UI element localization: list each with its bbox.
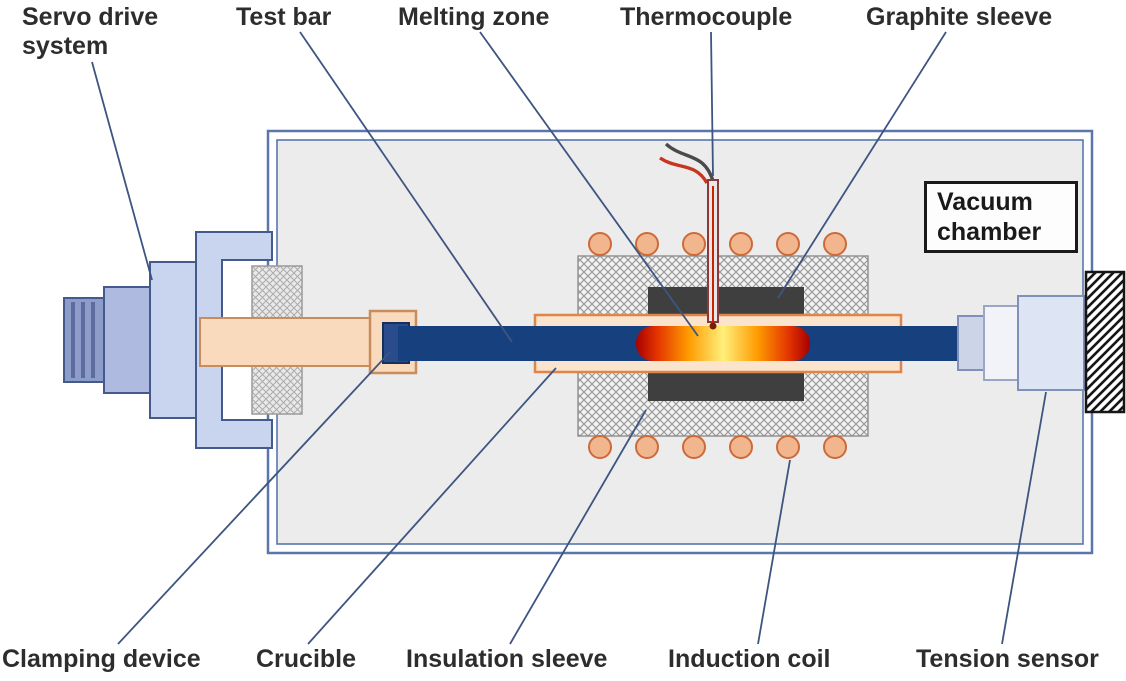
induction-coil-turn [729, 435, 753, 459]
induction-coil-bottom [588, 435, 847, 459]
label-melting-zone: Melting zone [398, 3, 550, 31]
label-graphite-sleeve: Graphite sleeve [866, 3, 1053, 31]
label-servo-drive-system: Servo drive system [22, 3, 159, 60]
induction-coil-turn [776, 435, 800, 459]
leader-tension-sensor [1001, 391, 1047, 645]
induction-coil-turn [823, 435, 847, 459]
leader-clamping-device [117, 351, 391, 645]
tension-sensor-coupler [957, 315, 985, 371]
servo-bracket [195, 231, 273, 449]
label-insulation-sleeve: Insulation sleeve [406, 645, 608, 673]
melting-zone [636, 326, 810, 361]
thermocouple-tip [709, 322, 717, 330]
leader-graphite-sleeve [777, 31, 947, 299]
induction-coil-turn [776, 232, 800, 256]
induction-coil-turn [588, 435, 612, 459]
label-thermocouple: Thermocouple [620, 3, 793, 31]
leader-test-bar [299, 31, 513, 343]
induction-coil-turn [635, 232, 659, 256]
induction-coil-turn [588, 232, 612, 256]
label-test-bar: Test bar [236, 3, 332, 31]
induction-coil-turn [635, 435, 659, 459]
leader-servo-drive [91, 61, 153, 281]
tension-sensor-mount [1017, 295, 1085, 391]
leader-melting-zone [479, 31, 699, 337]
label-crucible: Crucible [256, 645, 357, 673]
label-clamping-device: Clamping device [2, 645, 201, 673]
induction-coil-turn [823, 232, 847, 256]
label-tension-sensor: Tension sensor [916, 645, 1099, 673]
induction-coil-top [588, 232, 847, 256]
leader-lines [91, 31, 1047, 645]
label-vacuum-chamber: Vacuum chamber [937, 188, 1042, 246]
wall-mount-hatched [1084, 270, 1126, 414]
leader-crucible [307, 367, 557, 645]
leader-insulation-sleeve [509, 409, 647, 645]
leader-thermocouple [710, 31, 714, 177]
induction-coil-turn [682, 435, 706, 459]
induction-coil-turn [682, 232, 706, 256]
leader-induction-coil [757, 459, 791, 645]
label-induction-coil: Induction coil [668, 645, 831, 673]
servo-motor-shaft-segments [71, 302, 95, 378]
piston-rod [199, 317, 386, 367]
tension-sensor-body [983, 305, 1019, 381]
induction-coil-turn [729, 232, 753, 256]
servo-motor-flange [149, 261, 201, 419]
thermocouple-wire-dark [664, 142, 715, 182]
servo-motor-body [103, 286, 153, 394]
thermocouple-wire-red [659, 156, 709, 184]
vacuum-chamber-label-box: Vacuum chamber [924, 181, 1078, 253]
